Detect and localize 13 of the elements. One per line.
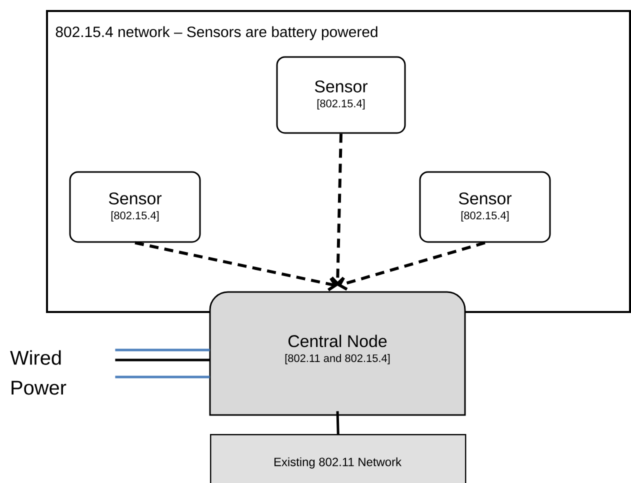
- power-label: Wired Power: [10, 350, 66, 395]
- sensor-box: Sensor [802.15.4]: [69, 171, 201, 243]
- sensor-box: Sensor [802.15.4]: [419, 171, 551, 243]
- dashed-arrow: [134, 241, 338, 292]
- power-wire: [115, 376, 210, 378]
- node-box: Central Node [802.11 and 802.15.4]: [209, 291, 466, 416]
- dashed-arrow: [338, 241, 486, 291]
- connector-line: [336, 411, 340, 434]
- dashed-arrow: [330, 134, 345, 286]
- power-wire: [115, 358, 210, 362]
- network-box: Existing 802.11 Network: [210, 434, 466, 483]
- power-wire: [115, 348, 210, 352]
- sensor-box: Sensor [802.15.4]: [276, 56, 406, 134]
